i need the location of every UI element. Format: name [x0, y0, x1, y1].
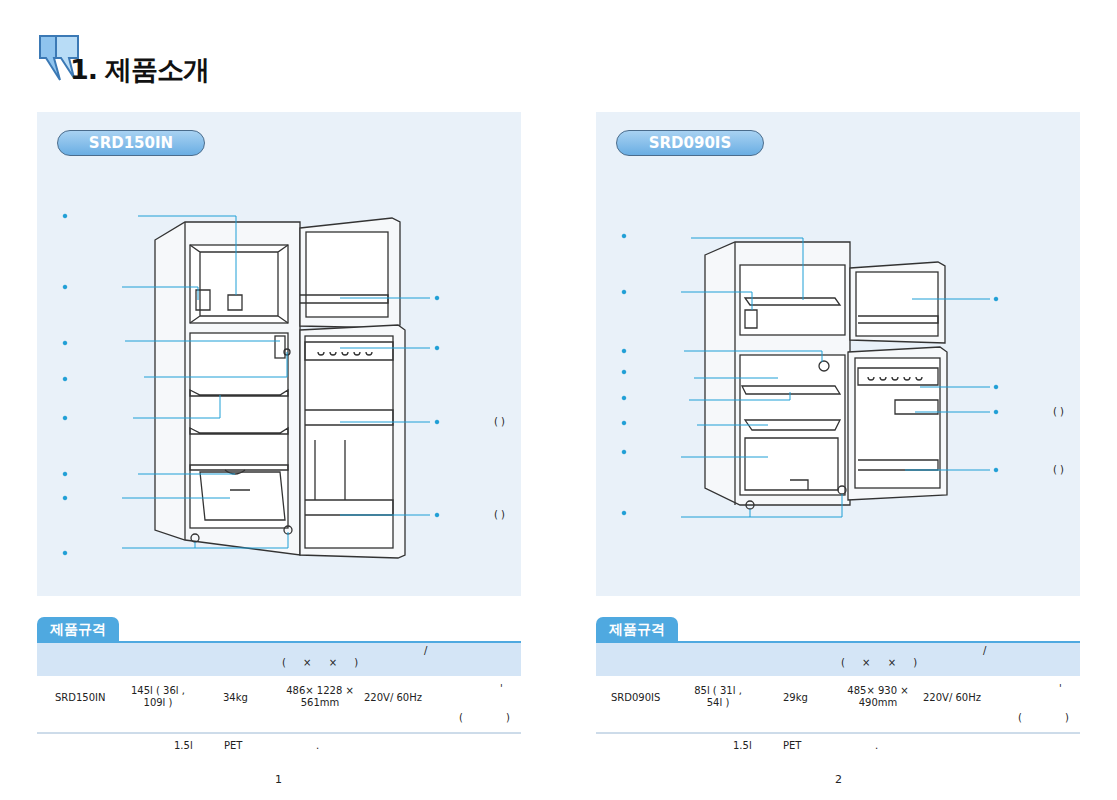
node-text: SRD150IN [89, 134, 173, 152]
leader-line [622, 234, 998, 517]
model-pill: SRD090IS [616, 130, 764, 156]
label-text: 29kg [783, 692, 808, 704]
label-text: 220V/ 60Hz [923, 692, 981, 704]
node-text: SRD090IS [649, 134, 732, 152]
table-cell: 145l ( 36l , 109l ) [125, 685, 191, 709]
label-text: 1 [275, 774, 282, 786]
label-text: 1.5l [733, 740, 752, 752]
label-text: SRD090IS [611, 692, 660, 704]
page-title: 1. 제품소개 [70, 52, 209, 88]
label-text: PET [783, 740, 801, 752]
panel [37, 112, 521, 596]
label-text: ( × × ) [282, 657, 358, 669]
label-text: SRD150IN [55, 692, 106, 704]
table-cell: 485× 930 × 490mm [836, 685, 920, 709]
label-text: ( ) [494, 416, 505, 428]
node-text: 제품규격 [50, 621, 106, 639]
label-text: / [983, 645, 986, 657]
fridge-drawing [155, 218, 405, 558]
leader-line [63, 214, 439, 555]
label-text: ( ) [1018, 712, 1069, 724]
label-text: 2 [835, 774, 842, 786]
label-text: ( ) [459, 712, 510, 724]
label-text: ' [1059, 683, 1062, 695]
label-text: ( ) [1053, 406, 1064, 418]
label-text: . [316, 740, 319, 752]
model-pill: SRD150IN [57, 130, 205, 156]
label-text: / [424, 645, 427, 657]
label-text: PET [224, 740, 242, 752]
fridge-drawing [705, 242, 947, 509]
label-text: ( ) [1053, 464, 1064, 476]
table-header [596, 642, 1080, 676]
section-tab: 제품규격 [596, 617, 678, 642]
node-text: 제품규격 [609, 621, 665, 639]
label-text: 34kg [223, 692, 248, 704]
table-cell: 486× 1228 × 561mm [278, 685, 362, 709]
label-text: ( ) [494, 509, 505, 521]
label-text: . [875, 740, 878, 752]
label-text: 1.5l [174, 740, 193, 752]
panel [596, 112, 1080, 596]
table-header [37, 642, 521, 676]
label-text: ( × × ) [841, 657, 917, 669]
label-text: ' [500, 683, 503, 695]
table-cell: 85l ( 31l , 54l ) [688, 685, 748, 709]
label-text: 220V/ 60Hz [364, 692, 422, 704]
section-tab: 제품규격 [37, 617, 119, 642]
